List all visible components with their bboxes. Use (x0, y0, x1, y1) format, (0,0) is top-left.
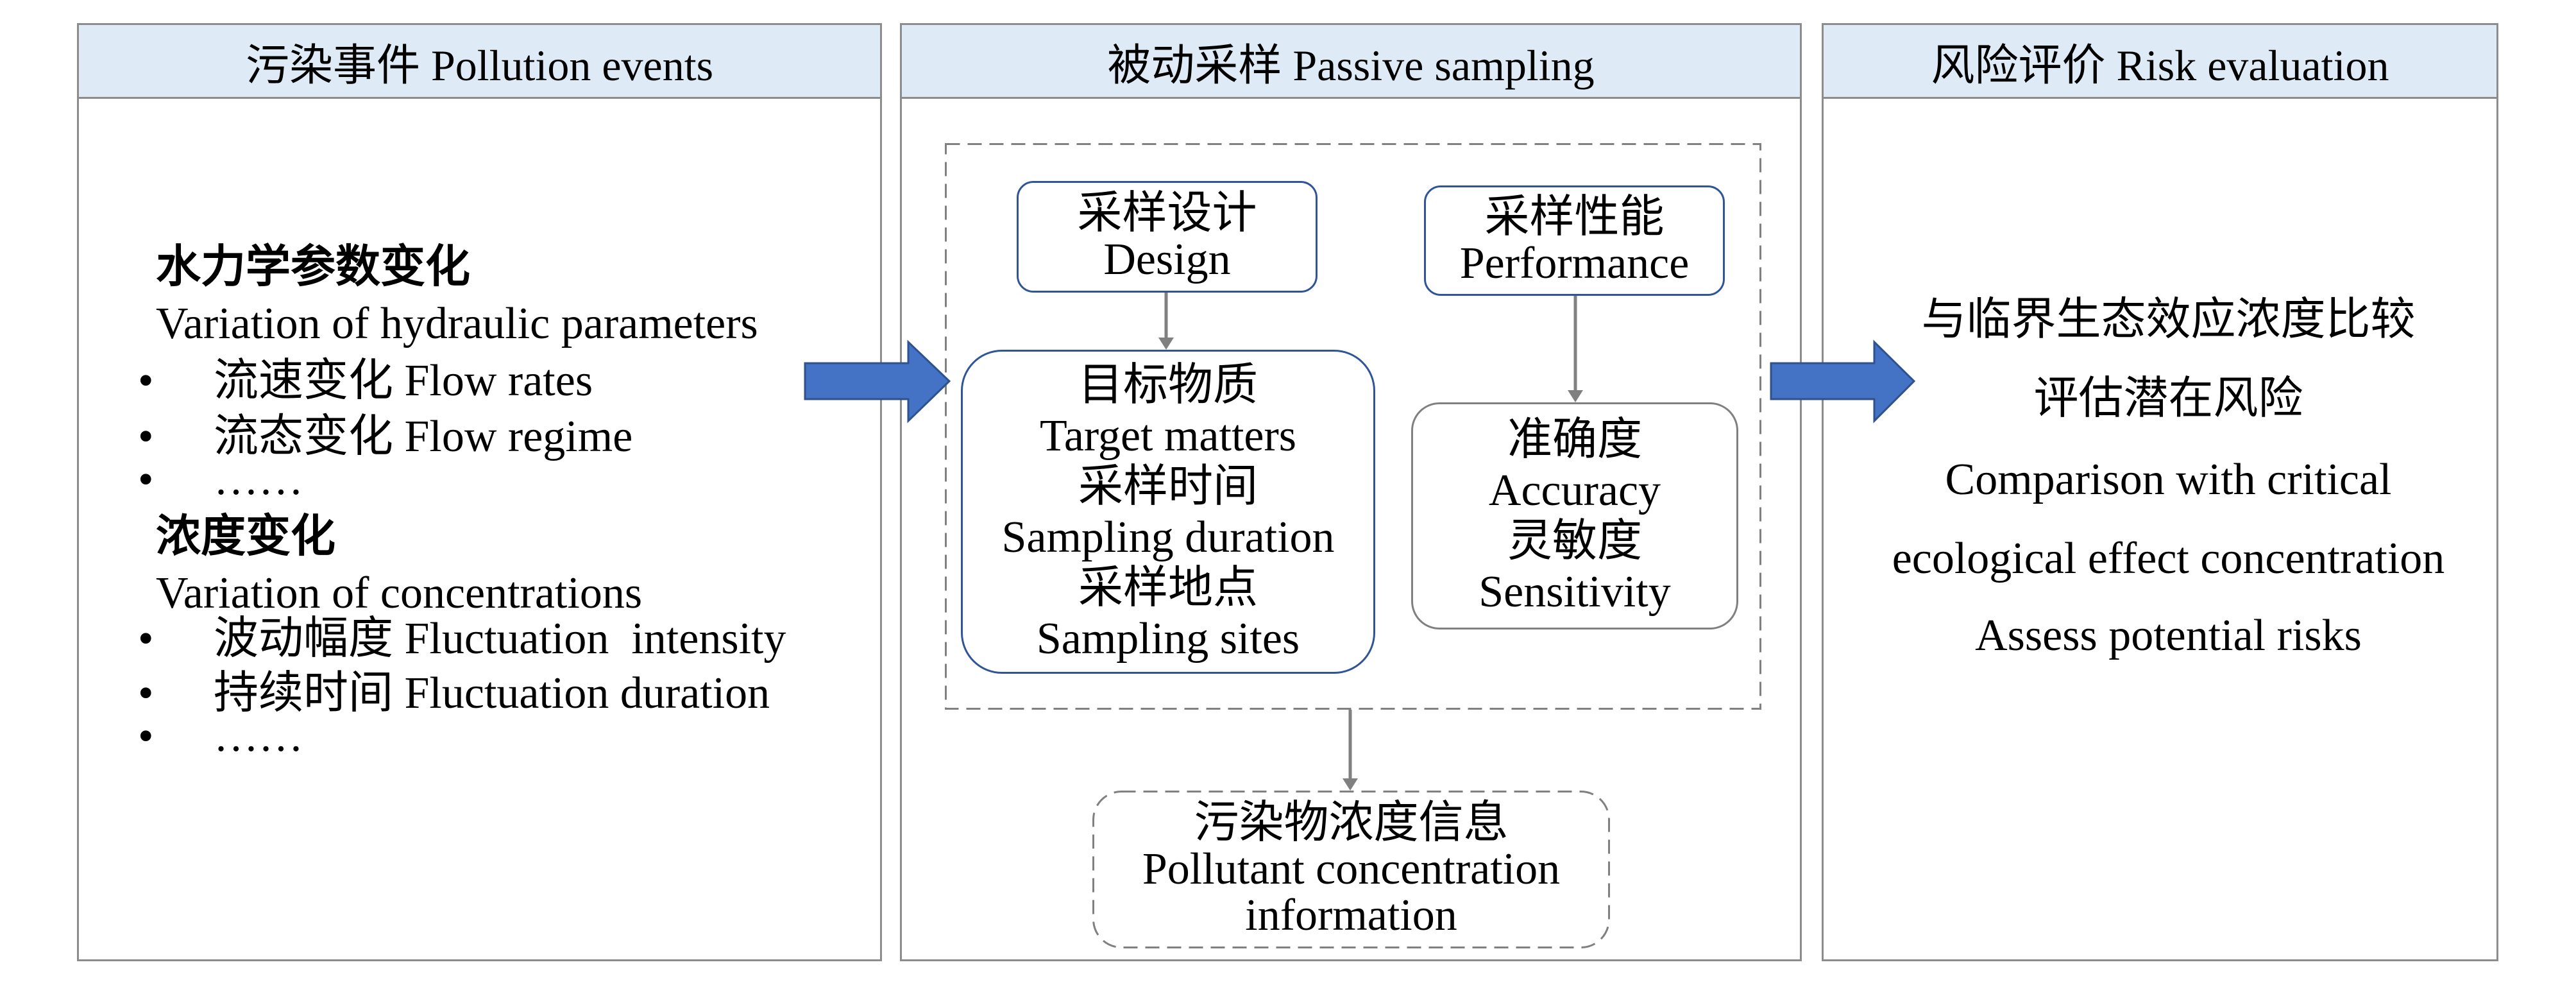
bullet-marker: • (138, 356, 154, 406)
risk-text-line: Assess potential risks (1975, 611, 2362, 660)
passive-sampling-header: 被动采样 Passive sampling (902, 25, 1800, 99)
concentration-item: • 持续时间 Fluctuation duration (79, 668, 880, 719)
concentration-item: • …… (79, 711, 880, 762)
hydraulic-item: • 流速变化 Flow rates (79, 355, 880, 407)
passive-sampling-title: 被动采样 Passive sampling (1107, 40, 1595, 90)
pollution-events-title: 污染事件 Pollution events (245, 40, 714, 90)
target-matters-en: Target matters (1039, 411, 1297, 461)
pollutant-concentration-en-line2: information (1245, 891, 1457, 940)
sampling-sites-zh: 采样地点 (1078, 563, 1258, 613)
hydraulic-item: • 流态变化 Flow regime (79, 411, 880, 463)
bullet-marker: • (138, 712, 154, 761)
pollutant-concentration-box: 污染物浓度信息 Pollutant concentration informat… (1092, 791, 1610, 948)
sampling-sites-en: Sampling sites (1036, 613, 1300, 664)
target-matters-zh: 目标物质 (1078, 360, 1258, 410)
risk-evaluation-title: 风险评价 Risk evaluation (1931, 40, 2389, 90)
risk-text-line: 评估潜在风险 (2033, 374, 2303, 424)
sampling-duration-zh: 采样时间 (1078, 461, 1258, 511)
concentration-item: • 波动幅度 Fluctuation intensity (79, 613, 880, 665)
pollutant-concentration-en-line1: Pollutant concentration (1142, 844, 1561, 894)
sensitivity-zh: 灵敏度 (1507, 517, 1642, 566)
hydraulic-item-label: …… (214, 455, 303, 504)
accuracy-zh: 准确度 (1507, 415, 1642, 465)
hydraulic-item: • …… (79, 454, 880, 506)
risk-text-line: Comparison with critical (1945, 455, 2392, 504)
sensitivity-en: Sensitivity (1479, 567, 1671, 617)
hydraulic-subheading: Variation of hydraulic parameters (156, 299, 758, 348)
concentration-item-label: …… (214, 712, 303, 761)
concentration-item-label: 持续时间 Fluctuation duration (214, 669, 770, 718)
pollution-events-panel: 污染事件 Pollution events 水力学参数变化 Variation … (77, 23, 882, 961)
bullet-marker: • (138, 614, 154, 664)
sampling-performance-box: 采样性能 Performance (1424, 185, 1725, 296)
sampling-duration-en: Sampling duration (1001, 512, 1335, 562)
pollution-events-header: 污染事件 Pollution events (79, 25, 880, 99)
sampling-performance-zh: 采样性能 (1484, 193, 1665, 242)
risk-evaluation-header: 风险评价 Risk evaluation (1824, 25, 2496, 99)
risk-text-line: 与临界生态效应浓度比较 (1921, 295, 2416, 345)
hydraulic-item-label: 流态变化 Flow regime (214, 412, 633, 461)
performance-metrics-box: 准确度 Accuracy 灵敏度 Sensitivity (1411, 402, 1738, 630)
concentration-subheading: Variation of concentrations (156, 569, 643, 618)
accuracy-en: Accuracy (1488, 466, 1661, 515)
pollutant-concentration-zh: 污染物浓度信息 (1194, 798, 1509, 848)
risk-text-line: ecological effect concentration (1892, 534, 2445, 583)
hydraulic-item-label: 流速变化 Flow rates (214, 356, 593, 406)
sampling-design-en: Design (1103, 235, 1231, 284)
sampling-design-box: 采样设计 Design (1017, 181, 1318, 293)
design-targets-box: 目标物质 Target matters 采样时间 Sampling durati… (961, 350, 1375, 674)
sampling-performance-en: Performance (1459, 239, 1690, 288)
concentration-heading: 浓度变化 (156, 512, 335, 561)
sampling-design-zh: 采样设计 (1077, 189, 1257, 238)
bullet-marker: • (138, 412, 154, 461)
bullet-marker: • (138, 455, 154, 504)
hydraulic-heading: 水力学参数变化 (156, 243, 470, 292)
risk-evaluation-panel: 风险评价 Risk evaluation 与临界生态效应浓度比较 评估潜在风险 … (1822, 23, 2498, 961)
passive-sampling-panel: 被动采样 Passive sampling 采样设计 Design 采样性能 P… (900, 23, 1802, 961)
bullet-marker: • (138, 669, 154, 718)
concentration-item-label: 波动幅度 Fluctuation intensity (214, 614, 786, 664)
